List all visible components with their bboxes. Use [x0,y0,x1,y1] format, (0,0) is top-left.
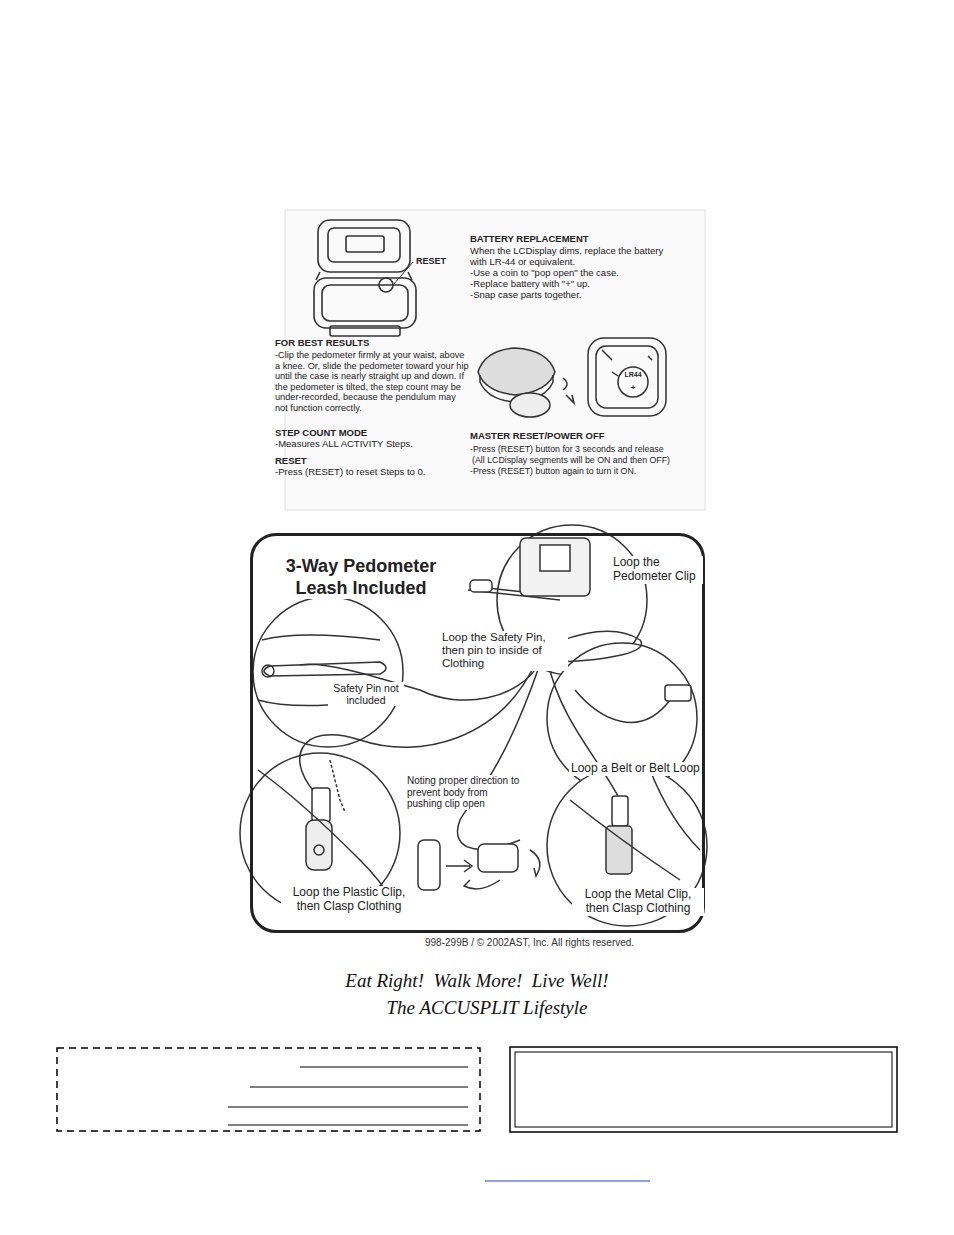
section-heading: STEP COUNT MODE [275,428,465,439]
instruction-text: -Snap case parts together. [470,290,695,301]
instruction-text: -Press (RESET) to reset Steps to 0. [275,467,465,478]
note-text: Noting proper direction to prevent body … [405,775,527,810]
section-heading: FOR BEST RESULTS [275,338,465,349]
double-box-inner [515,1052,892,1127]
form-lines [228,1067,468,1125]
battery-case [588,338,666,416]
callout-label: Safety Pin not included [328,682,404,706]
clips [258,760,700,900]
instruction-text: -Clip the pedometer firmly at your waist… [275,350,471,413]
leash-panel: 3-Way Pedometer Leash Included [250,533,705,933]
battery-label: LR44 [622,371,644,379]
instruction-text: -Press (RESET) button again to turn it O… [470,466,705,476]
callout-label: Loop a Belt or Belt Loop [569,762,702,776]
instruction-text: -Press (RESET) button for 3 seconds and … [470,444,705,454]
copyright-text: 998-299B / © 2002AST, Inc. All rights re… [425,937,695,949]
polarity-mark: + [628,383,638,392]
pedometer-open [314,220,416,336]
instruction-text: -Measures ALL ACTIVITY Steps. [275,439,465,450]
slogan: The ACCUSPLIT Lifestyle [10,997,954,1019]
pedometer-coin [478,348,574,417]
instruction-text: -Use a coin to "pop open" the case. [470,268,695,279]
callout-label: RESET [416,256,456,266]
instruction-text: -Replace battery with "+" up. [470,279,695,290]
instruction-text: (All LCDisplay segments will be ON and t… [472,455,705,465]
panel-title: 3-Way Pedometer Leash Included [271,556,451,599]
dashed-form-box [57,1048,480,1131]
detail-circles [240,525,707,926]
leader-line [393,262,413,285]
slogan: Eat Right! Walk More! Live Well! [0,970,954,992]
instruction-text: When the LCDisplay dims, replace the bat… [470,246,675,268]
callout-label: Loop the Plastic Clip, then Clasp Clothi… [281,886,417,914]
section-heading: BATTERY REPLACEMENT [470,234,695,245]
callout-label: Loop the Pedometer Clip [611,556,703,584]
double-box-outer [510,1047,897,1132]
section-heading: RESET [275,456,465,467]
section-heading: MASTER RESET/POWER OFF [470,431,705,442]
callout-label: Loop the Safety Pin, then pin to inside … [440,631,568,671]
callout-label: Loop the Metal Clip, then Clasp Clothing [572,888,704,916]
link-underline [485,1181,650,1182]
